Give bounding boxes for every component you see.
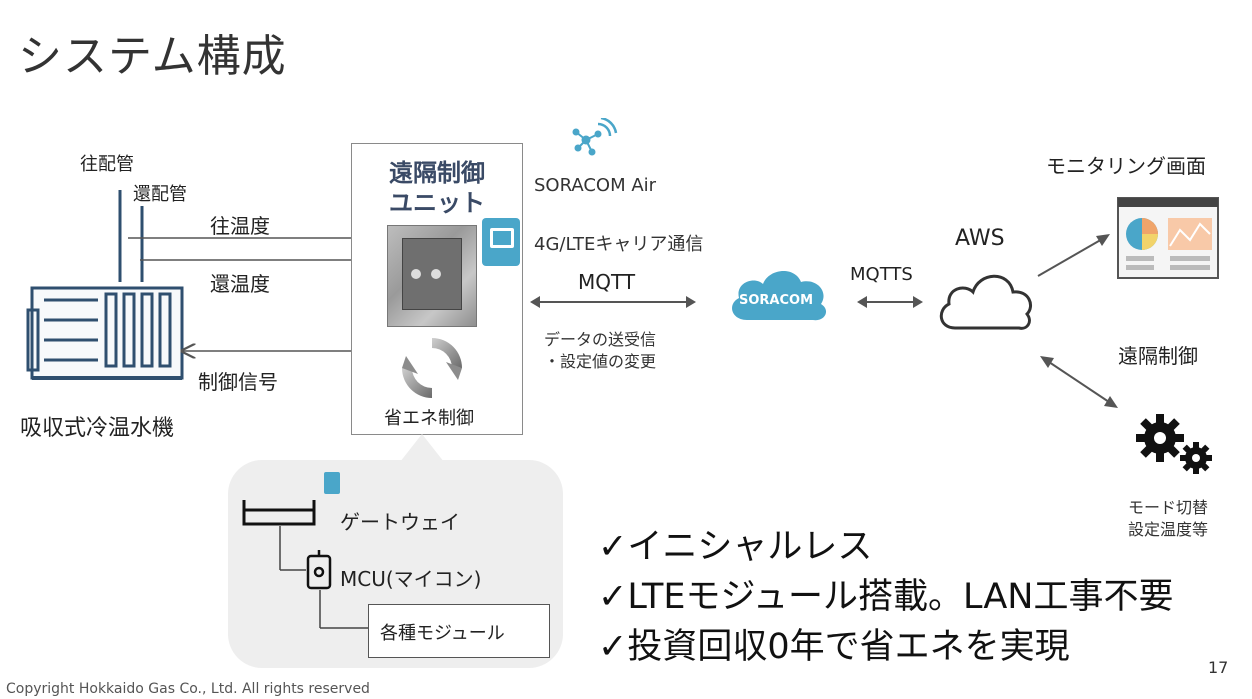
unit-title-line1: 遠隔制御 [389, 159, 485, 187]
pipe-out-label: 往配管 [80, 154, 134, 175]
return-temp-label: 還温度 [210, 272, 270, 296]
soracom-cloud-icon [732, 270, 827, 321]
unit-title-line2: ユニット [389, 189, 485, 217]
mcu-label: MCU(マイコン) [340, 567, 482, 591]
aws-label: AWS [955, 226, 1005, 251]
aws-cloud-icon [939, 274, 1032, 330]
soracom-air-icon [572, 118, 618, 156]
component-tree [242, 472, 368, 629]
unit-title: 遠隔制御 ユニット [352, 158, 522, 218]
feature-item: ✓LTEモジュール搭載。LAN工事不要 [598, 577, 1174, 617]
page-title: システム構成 [18, 31, 287, 82]
signal-arrows [128, 225, 380, 365]
control-signal-label: 制御信号 [198, 370, 278, 394]
remote-note-line2: 設定温度等 [1128, 520, 1209, 539]
callout-tail [400, 434, 444, 462]
monitoring-label: モニタリング画面 [1046, 154, 1206, 178]
mqtt-arrow [530, 296, 696, 308]
data-note-line1: データの送受信 [544, 330, 657, 349]
mqtts-label: MQTTS [850, 264, 913, 285]
soracom-air-label: SORACOM Air [534, 175, 657, 196]
mqtts-arrow [857, 296, 923, 308]
remote-note-line1: モード切替 [1128, 498, 1209, 517]
pipe-return-label: 還配管 [133, 184, 187, 205]
gateway-label: ゲートウェイ [340, 510, 460, 534]
feature-list: ✓イニシャルレス ✓LTEモジュール搭載。LAN工事不要 ✓投資回収0年で省エネ… [598, 522, 1173, 672]
monitoring-screen [1037, 197, 1219, 279]
router-icon [242, 500, 316, 526]
gears-icon [1136, 414, 1212, 474]
out-temp-label: 往温度 [210, 214, 270, 238]
remote-control-label: 遠隔制御 [1118, 344, 1198, 368]
feature-item: ✓イニシャルレス [598, 527, 873, 567]
gateway-sim-icon [324, 472, 340, 494]
cycle-icon [402, 338, 462, 398]
soracom-cloud-label: SORACOM [739, 293, 814, 308]
mqtt-label: MQTT [578, 270, 636, 294]
modules-label: 各種モジュール [380, 623, 505, 644]
chiller-name: 吸収式冷温水機 [20, 416, 175, 441]
data-note-line2: ・設定値の変更 [544, 352, 657, 371]
chiller-diagram [26, 190, 184, 380]
mcu-icon [306, 550, 332, 590]
remote-control-arrow [1040, 356, 1118, 408]
copyright: Copyright Hokkaido Gas Co., Ltd. All rig… [6, 681, 370, 697]
feature-item: ✓投資回収0年で省エネを実現 [598, 627, 1070, 667]
sim-card-icon [482, 218, 520, 266]
page-number: 17 [1208, 658, 1229, 677]
unit-photo [387, 225, 477, 327]
energy-saving-label: 省エネ制御 [384, 408, 474, 429]
modules-box [368, 604, 550, 658]
network-label: 4G/LTEキャリア通信 [534, 234, 704, 255]
